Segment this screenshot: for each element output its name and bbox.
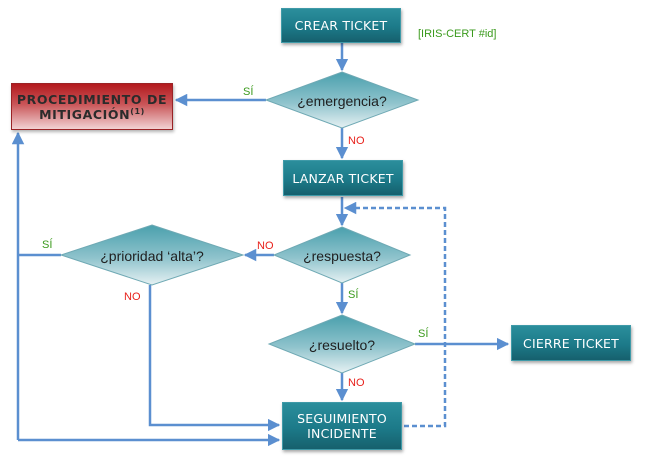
mitigacion-line1: PROCEDIMIENTO DE [16,91,168,107]
iris-cert-tag: [IRIS-CERT #id] [418,28,497,40]
label-prioridad-si: SÍ [42,239,53,251]
decision-emergencia [264,71,420,129]
label-emergencia-no: NO [348,135,365,147]
decision-respuesta-label: ¿respuesta? [303,248,381,264]
node-cierre-ticket-label: CIERRE TICKET [523,335,619,351]
decision-respuesta [272,226,412,284]
label-emergencia-si: SÍ [243,86,254,98]
mitigacion-line2: MITIGACIÓN [39,106,131,122]
node-procedimiento-mitigacion: PROCEDIMIENTO DE MITIGACIÓN(1) [11,83,173,130]
node-crear-ticket: CREAR TICKET [281,8,401,43]
node-lanzar-ticket: LANZAR TICKET [283,160,403,196]
node-cierre-ticket: CIERRE TICKET [511,325,631,361]
mitigacion-footnote: (1) [130,106,145,116]
seguimiento-line1: SEGUIMIENTO [297,411,387,426]
node-crear-ticket-label: CREAR TICKET [294,18,388,33]
label-prioridad-no: NO [124,291,141,303]
decision-emergencia-label: ¿emergencia? [297,93,387,109]
node-lanzar-ticket-label: LANZAR TICKET [292,170,394,186]
node-seguimiento-incidente: SEGUIMIENTO INCIDENTE [282,402,402,450]
label-resuelto-no: NO [348,377,365,389]
label-resuelto-si: SÍ [418,328,429,340]
decision-prioridad [59,224,245,286]
label-respuesta-si: SÍ [348,289,359,301]
seguimiento-line2: INCIDENTE [307,426,377,441]
decision-resuelto [267,314,417,374]
edge-seguimiento-loop [343,201,447,428]
decision-prioridad-label: ¿prioridad ‘alta’? [100,248,204,264]
decision-resuelto-label: ¿resuelto? [308,337,376,353]
edge-prioridad-no [148,285,281,432]
label-respuesta-no: NO [257,240,274,252]
